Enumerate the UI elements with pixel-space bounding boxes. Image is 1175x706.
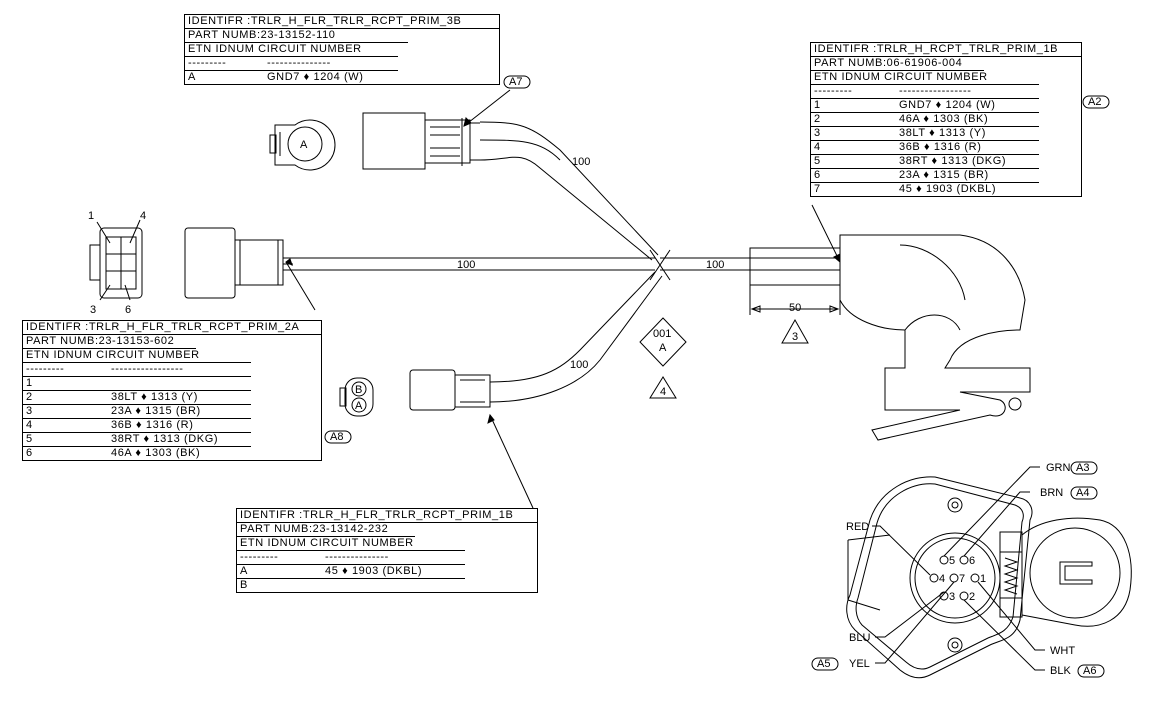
pin-label: 6: [125, 304, 131, 316]
part-number: PART NUMB:23-13142-232: [237, 523, 415, 537]
boot-dimension: 50: [789, 302, 801, 314]
pin-number: 4: [939, 573, 945, 585]
divider: ---------------: [267, 57, 331, 69]
wire-boot: [749, 247, 841, 286]
divider: ---------------: [325, 551, 389, 563]
callout-a4: A4: [1076, 487, 1089, 499]
wire-length-top: 100: [572, 156, 590, 168]
diamond-text: 001: [653, 328, 671, 340]
wire-bottom: [489, 271, 663, 403]
connector-face-2a: 1 4 3 6: [88, 210, 146, 316]
table-header: ETN IDNUM CIRCUIT NUMBER: [237, 537, 465, 551]
pin-number: 7: [959, 573, 965, 585]
wire-color-label: GRN: [1046, 462, 1071, 474]
table-header: ETN IDNUM CIRCUIT NUMBER: [811, 71, 1039, 85]
receptacle-side-view: [839, 234, 1031, 441]
wire-top: [479, 121, 659, 261]
leader-lines: [285, 89, 841, 509]
identifier: IDENTIFR :TRLR_H_FLR_TRLR_RCPT_PRIM_3B: [185, 15, 499, 29]
connector-table-rcpt-1b: IDENTIFR :TRLR_H_RCPT_TRLR_PRIM_1B PART …: [810, 42, 1082, 197]
divider: ---------: [26, 363, 65, 375]
wire-color-label: YEL: [849, 658, 870, 670]
pin-label: 4: [140, 210, 146, 222]
wire-color-label: BLK: [1050, 665, 1071, 677]
divider: ---------: [240, 551, 279, 563]
divider: -----------------: [899, 85, 972, 97]
connector-table-3b: IDENTIFR :TRLR_H_FLR_TRLR_RCPT_PRIM_3B P…: [184, 14, 500, 85]
divider: ---------: [814, 85, 853, 97]
callout-a2: A2: [1088, 96, 1101, 108]
callout-a3: A3: [1076, 462, 1089, 474]
connector-face-1b: B A: [339, 377, 374, 417]
identifier: IDENTIFR :TRLR_H_RCPT_TRLR_PRIM_1B: [811, 43, 1081, 57]
callout-a6: A6: [1083, 665, 1096, 677]
cavity-label: A: [300, 139, 308, 151]
callout-a8: A8: [330, 431, 343, 443]
pin-number: 3: [949, 591, 955, 603]
junction-mark: [649, 249, 671, 281]
identifier: IDENTIFR :TRLR_H_FLR_TRLR_RCPT_PRIM_2A: [23, 321, 321, 335]
note-number: 3: [792, 331, 798, 343]
callout-a5: A5: [817, 658, 830, 670]
wire-length-left: 100: [457, 259, 475, 271]
connector-table-2a: IDENTIFR :TRLR_H_FLR_TRLR_RCPT_PRIM_2A P…: [22, 320, 322, 461]
table-row: B: [240, 579, 248, 591]
table-header: ETN IDNUM CIRCUIT NUMBER: [185, 43, 398, 57]
connector-2a: [184, 227, 284, 299]
pin-number: 5: [949, 555, 955, 567]
divider: -----------------: [111, 363, 184, 375]
cavity-label: B: [355, 384, 362, 396]
wire-length-trunk: 100: [706, 259, 724, 271]
identifier: IDENTIFR :TRLR_H_FLR_TRLR_RCPT_PRIM_1B: [237, 509, 537, 523]
part-number: PART NUMB:23-13153-602: [23, 335, 196, 349]
pin-number: 6: [969, 555, 975, 567]
connector-1b: [409, 369, 491, 411]
connector-3b: [362, 112, 480, 170]
part-number: PART NUMB:23-13152-110: [185, 29, 408, 43]
cavity-label: A: [355, 400, 363, 412]
diamond-text: A: [659, 342, 667, 354]
wire-color-label: RED: [846, 521, 869, 533]
pin-label: 3: [90, 304, 96, 316]
note-triangle-3: [781, 318, 809, 344]
connector-table-flr-1b: IDENTIFR :TRLR_H_FLR_TRLR_RCPT_PRIM_1B P…: [236, 508, 538, 593]
receptacle-face-view: 5 6 4 7 1 3 2 GRN BRN RED BLU YEL WHT BL…: [811, 461, 1132, 679]
pin-number: 2: [969, 591, 975, 603]
note-number: 4: [660, 386, 666, 398]
part-number: PART NUMB:06-61906-004: [811, 57, 984, 71]
connector-face-3b: A: [269, 119, 336, 171]
wire-color-label: WHT: [1050, 645, 1075, 657]
table-row: 1: [23, 377, 251, 391]
revision-diamond: [639, 317, 687, 367]
pin-number: 1: [980, 573, 986, 585]
divider: ---------: [188, 57, 227, 69]
note-triangle-4: [649, 376, 677, 399]
wire-color-label: BLU: [849, 632, 870, 644]
table-header: ETN IDNUM CIRCUIT NUMBER: [23, 349, 251, 363]
wire-length-bottom: 100: [570, 359, 588, 371]
wire-color-label: BRN: [1040, 487, 1063, 499]
pin-label: 1: [88, 210, 94, 222]
